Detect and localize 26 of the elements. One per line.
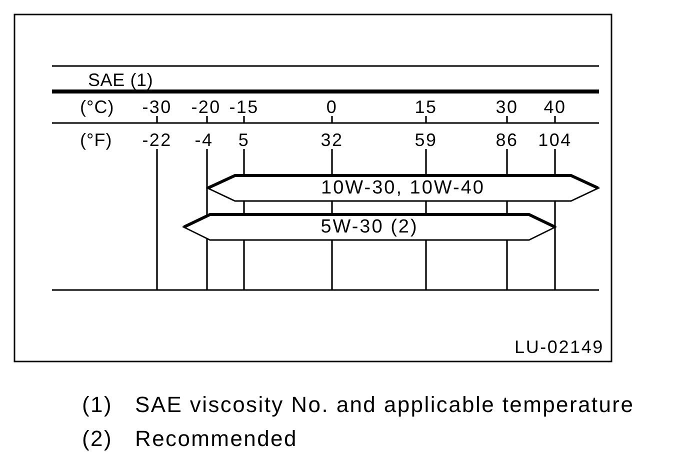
note-text: SAE viscosity No. and applicable temperature bbox=[135, 394, 634, 416]
range-bar bbox=[182, 213, 557, 241]
tick-label: -15 bbox=[229, 98, 259, 116]
tick-label: 59 bbox=[414, 131, 438, 149]
tick-label: 0 bbox=[326, 98, 338, 116]
note-text: Recommended bbox=[135, 428, 298, 450]
oil-grade-label: 5W-30 (2) bbox=[320, 218, 418, 236]
tick-label: -30 bbox=[142, 98, 172, 116]
unit-label: (°C) bbox=[80, 98, 114, 116]
range-bar bbox=[206, 174, 600, 202]
tick-label: 86 bbox=[496, 131, 518, 149]
unit-label: (°F) bbox=[80, 131, 112, 149]
tick-label: 30 bbox=[496, 98, 518, 116]
scale-heading: SAE (1) bbox=[88, 71, 154, 89]
tick-label: 5 bbox=[238, 131, 250, 149]
tick-label: -4 bbox=[194, 131, 214, 149]
tick-label: 15 bbox=[414, 98, 438, 116]
note-number: (1) bbox=[82, 394, 112, 416]
tick-label: -22 bbox=[142, 131, 172, 149]
tick-label: -20 bbox=[191, 98, 221, 116]
note-number: (2) bbox=[82, 428, 112, 450]
tick-label: 104 bbox=[538, 131, 572, 149]
figure-code: LU-02149 bbox=[514, 338, 604, 356]
oil-grade-label: 10W-30, 10W-40 bbox=[321, 178, 485, 198]
tick-label: 40 bbox=[544, 98, 566, 116]
tick-label: 32 bbox=[320, 131, 344, 149]
